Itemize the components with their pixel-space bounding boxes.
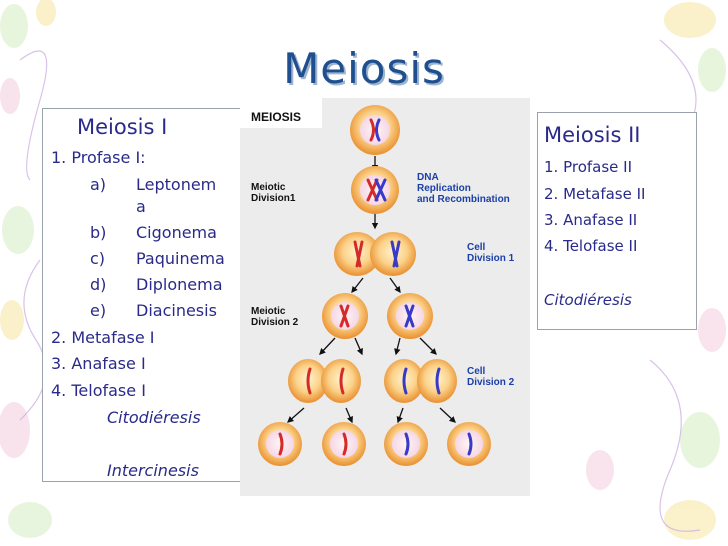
cell-division-2-label: Division 2 (467, 377, 515, 388)
cell-stage-3 (334, 232, 416, 276)
arrow (287, 407, 305, 423)
list-item-profase-i: 1. Profase I: (51, 148, 146, 167)
meiotic-division-2-label: Meiotic (251, 306, 286, 317)
arrow (439, 407, 456, 423)
sub-item-marker: d) (90, 275, 107, 294)
list-item-metafase-ii: 2. Metafase II (544, 185, 646, 203)
sub-item-text-wrap: a (136, 197, 146, 216)
citodieresis-label: Citodiéresis (107, 408, 201, 427)
meiosis-i-panel: Meiosis I 1. Profase I: a) Leptonem a b)… (42, 108, 242, 482)
arrow (389, 277, 401, 294)
sub-item-text: Paquinema (136, 249, 225, 268)
meiosis-ii-panel: Meiosis II 1. Profase II 2. Metafase II … (537, 112, 697, 330)
sub-item-text: Diacinesis (136, 301, 217, 320)
meiotic-division-1-label: Meiotic (251, 182, 286, 193)
diagram-header-box (240, 98, 322, 128)
sub-item-marker: e) (90, 301, 107, 320)
list-item-anafase-ii: 3. Anafase II (544, 211, 638, 229)
list-item-metafase-i: 2. Metafase I (51, 328, 155, 347)
cell-division-1-label: Division 1 (467, 253, 515, 264)
meiotic-division-2-label: Division 2 (251, 317, 299, 328)
sub-item-marker: a) (90, 175, 107, 194)
citodieresis-label: Citodiéresis (544, 291, 632, 309)
meiosis-i-heading: Meiosis I (77, 115, 168, 139)
list-item-telofase-i: 4. Telofase I (51, 381, 146, 400)
sub-item-text: Cigonema (136, 223, 217, 242)
meiosis-diagram: MEIOSIS Meiotic Division1 Meiotic Divisi… (240, 98, 530, 496)
list-item-profase-ii: 1. Profase II (544, 158, 633, 176)
arrow (396, 407, 404, 424)
sub-item-text: Diplonema (136, 275, 223, 294)
arrow (419, 337, 437, 355)
list-item-telofase-ii: 4. Telofase II (544, 237, 638, 255)
slide-title: Meiosis (283, 44, 445, 93)
cell-stage-2 (351, 166, 399, 214)
sub-item-text: Leptonem (136, 175, 217, 194)
cell-stage-1 (350, 105, 400, 155)
sub-item-marker: c) (90, 249, 106, 268)
arrow (345, 407, 353, 424)
sub-item-marker: b) (90, 223, 107, 242)
dna-replication-label: and Recombination (417, 194, 510, 205)
arrow (319, 337, 336, 355)
dna-replication-label: DNA (417, 172, 439, 183)
cell-division-2-label: Cell (467, 366, 486, 377)
diagram-header: MEIOSIS (251, 110, 301, 124)
list-item-anafase-i: 3. Anafase I (51, 354, 146, 373)
intercinesis-label: Intercinesis (107, 461, 199, 480)
arrow (354, 337, 363, 356)
arrow (394, 337, 401, 356)
cell-stage-6 (258, 422, 491, 466)
dna-replication-label: Replication (417, 183, 471, 194)
arrow (351, 277, 364, 294)
meiosis-ii-heading: Meiosis II (544, 123, 641, 147)
cell-stage-4 (322, 293, 433, 339)
cell-stage-5 (288, 359, 457, 403)
meiotic-division-1-label: Division1 (251, 193, 296, 204)
cell-division-1-label: Cell (467, 242, 486, 253)
